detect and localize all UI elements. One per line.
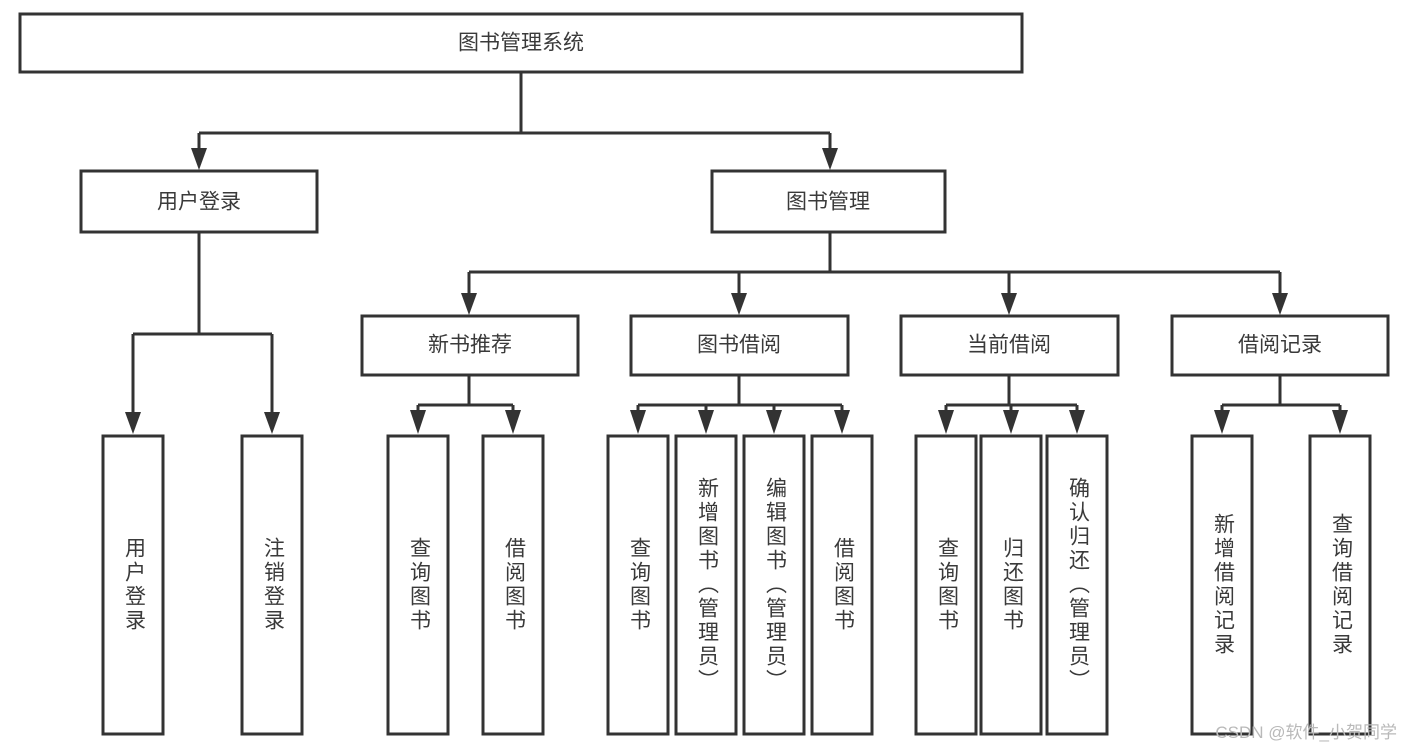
arrow-head-leaf-query-record	[1332, 410, 1348, 434]
node-book-manage[interactable]: 图书管理	[710, 169, 947, 234]
node-root-label: 图书管理系统	[458, 32, 584, 55]
arrow-head-leaf-add-record	[1214, 410, 1230, 434]
node-book-borrow[interactable]: 图书借阅	[629, 314, 850, 377]
node-root[interactable]: 图书管理系统	[18, 12, 1024, 74]
node-borrow-record[interactable]: 借阅记录	[1170, 314, 1390, 377]
node-current-borrow-box[interactable]	[899, 314, 1120, 377]
arrow-head-current-borrow	[1001, 293, 1017, 315]
node-root-box[interactable]	[18, 12, 1024, 74]
arrow-head-leaf-user-login	[125, 412, 141, 434]
node-leaf-add-record[interactable]: 新增借阅记录	[1190, 434, 1254, 736]
node-leaf-borrow-book-1-label: 借阅图书	[502, 537, 526, 633]
arrow-head-new-book-recommend	[461, 293, 477, 315]
node-leaf-confirm-return-box[interactable]	[1045, 434, 1109, 736]
arrow-head-leaf-query-book-1	[410, 410, 426, 434]
node-leaf-query-book-3-box[interactable]	[914, 434, 978, 736]
node-user-login[interactable]: 用户登录	[79, 169, 319, 234]
node-leaf-query-book-1[interactable]: 查询图书	[386, 434, 450, 736]
node-book-manage-label: 图书管理	[786, 191, 870, 214]
node-new-book-recommend-box[interactable]	[360, 314, 580, 377]
node-leaf-add-book-box[interactable]	[674, 434, 738, 736]
connector-group-book-borrow	[630, 375, 850, 434]
node-leaf-borrow-book-2-label: 借阅图书	[831, 537, 855, 633]
node-borrow-record-label: 借阅记录	[1238, 334, 1322, 357]
node-current-borrow-label: 当前借阅	[967, 334, 1051, 357]
connector-group-current-borrow	[938, 375, 1085, 434]
node-leaf-query-book-1-label: 查询图书	[407, 537, 431, 633]
node-leaf-borrow-book-1-box[interactable]	[481, 434, 545, 736]
node-leaf-user-logout[interactable]: 注销登录	[240, 434, 304, 736]
connector-group-borrow-record	[1214, 375, 1348, 434]
arrow-head-leaf-return-book	[1003, 410, 1019, 434]
arrow-head-user-login	[191, 148, 207, 170]
node-leaf-add-record-box[interactable]	[1190, 434, 1254, 736]
node-user-login-label: 用户登录	[157, 191, 241, 214]
arrow-head-borrow-record	[1272, 293, 1288, 315]
node-leaf-user-login-box[interactable]	[101, 434, 165, 736]
node-leaf-borrow-book-1[interactable]: 借阅图书	[481, 434, 545, 736]
arrow-head-leaf-confirm-return	[1069, 410, 1085, 434]
node-leaf-query-book-3-label: 查询图书	[935, 537, 959, 633]
node-leaf-user-login-label: 用户登录	[122, 537, 146, 633]
node-leaf-query-book-3[interactable]: 查询图书	[914, 434, 978, 736]
node-leaf-return-book[interactable]: 归还图书	[979, 434, 1043, 736]
node-leaf-borrow-book-2[interactable]: 借阅图书	[810, 434, 874, 736]
node-leaf-add-book[interactable]: 新增图书（管理员）	[674, 434, 738, 736]
node-leaf-return-book-box[interactable]	[979, 434, 1043, 736]
arrow-head-leaf-borrow-book-1	[505, 410, 521, 434]
node-leaf-edit-book-label: 编辑图书（管理员）	[763, 477, 787, 693]
node-leaf-borrow-book-2-box[interactable]	[810, 434, 874, 736]
arrow-head-leaf-user-logout	[264, 412, 280, 434]
node-leaf-edit-book[interactable]: 编辑图书（管理员）	[742, 434, 806, 736]
arrow-head-book-manage	[822, 148, 838, 170]
node-leaf-query-record-label: 查询借阅记录	[1329, 513, 1353, 657]
node-leaf-user-logout-box[interactable]	[240, 434, 304, 736]
arrow-head-leaf-query-book-3	[938, 410, 954, 434]
node-current-borrow[interactable]: 当前借阅	[899, 314, 1120, 377]
node-new-book-recommend-label: 新书推荐	[428, 334, 512, 357]
node-leaf-user-login[interactable]: 用户登录	[101, 434, 165, 736]
node-leaf-query-book-1-box[interactable]	[386, 434, 450, 736]
node-book-borrow-label: 图书借阅	[697, 334, 781, 357]
node-new-book-recommend[interactable]: 新书推荐	[360, 314, 580, 377]
node-borrow-record-box[interactable]	[1170, 314, 1390, 377]
connector-group-book-manage	[461, 232, 1288, 315]
node-leaf-query-book-2[interactable]: 查询图书	[606, 434, 670, 736]
connector-group-user-login	[125, 232, 280, 434]
csdn-watermark: CSDN @软件_小贺同学	[1215, 723, 1397, 742]
arrow-head-leaf-edit-book	[766, 410, 782, 434]
node-book-borrow-box[interactable]	[629, 314, 850, 377]
node-user-login-box[interactable]	[79, 169, 319, 234]
connector-group-new-book-recommend	[410, 375, 521, 434]
node-leaf-query-record[interactable]: 查询借阅记录	[1308, 434, 1372, 736]
arrow-head-leaf-query-book-2	[630, 410, 646, 434]
node-leaf-add-record-label: 新增借阅记录	[1211, 513, 1235, 657]
node-leaf-user-logout-label: 注销登录	[261, 537, 285, 633]
arrow-head-book-borrow	[731, 293, 747, 315]
arrow-head-leaf-borrow-book-2	[834, 410, 850, 434]
arrow-head-leaf-add-book	[698, 410, 714, 434]
node-leaf-confirm-return[interactable]: 确认归还（管理员）	[1045, 434, 1109, 736]
node-leaf-add-book-label: 新增图书（管理员）	[695, 477, 719, 693]
node-book-manage-box[interactable]	[710, 169, 947, 234]
node-leaf-query-book-2-box[interactable]	[606, 434, 670, 736]
node-leaf-return-book-label: 归还图书	[1000, 537, 1024, 633]
node-leaf-confirm-return-label: 确认归还（管理员）	[1066, 477, 1090, 693]
node-leaf-edit-book-box[interactable]	[742, 434, 806, 736]
node-leaf-query-record-box[interactable]	[1308, 434, 1372, 736]
node-leaf-query-book-2-label: 查询图书	[627, 537, 651, 633]
connector-group-root	[191, 72, 838, 170]
